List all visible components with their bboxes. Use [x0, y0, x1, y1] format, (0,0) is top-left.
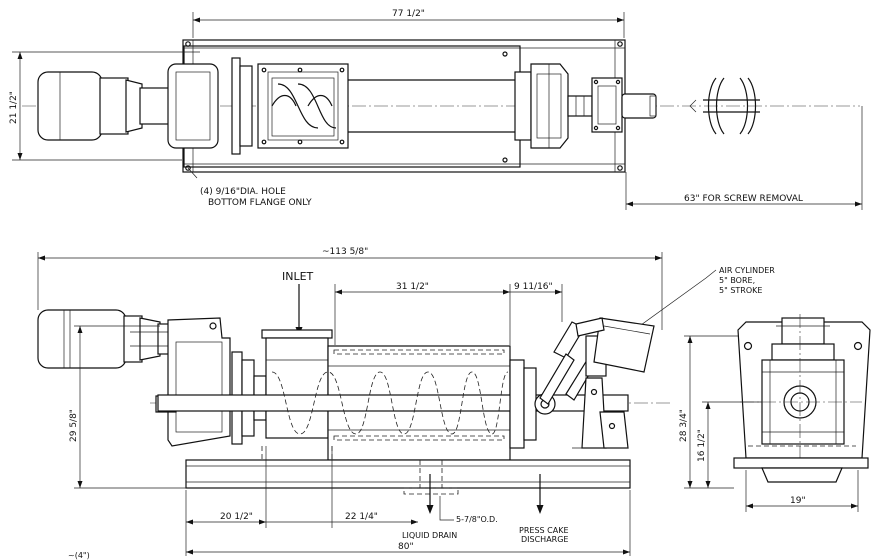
od-note: 5-7/8"O.D.: [456, 515, 498, 524]
side-length-dim: ~113 5/8": [322, 247, 368, 257]
air-cylinder-line1: AIR CYLINDER: [719, 266, 775, 275]
end-height-dim: 28 3/4": [679, 409, 689, 442]
end-top-housing: [781, 317, 825, 345]
top-view: 77 1/2": [9, 9, 863, 210]
side-air-cylinder: [593, 317, 655, 373]
top-inlet-hopper: [257, 63, 349, 149]
air-cylinder-line2: 5" BORE,: [719, 276, 755, 285]
end-width-dim: 19": [790, 496, 806, 506]
screen-length-dim: 31 1/2": [396, 282, 429, 292]
side-gearbox: [167, 317, 231, 447]
corner-note: ~(4"): [68, 551, 90, 560]
side-height-dim: 29 5/8": [69, 409, 79, 442]
top-gearbox: [167, 63, 219, 149]
screw-removal-dim: 63" FOR SCREW REMOVAL: [684, 194, 803, 204]
top-discharge-cone: [530, 63, 569, 149]
inlet-label: INLET: [282, 270, 314, 283]
air-cylinder-line3: 5" STROKE: [719, 286, 762, 295]
cone-offset-dim: 9 11/16": [514, 282, 553, 292]
top-rear-bearing: [591, 77, 623, 133]
end-view: 28 3/4" 16 1/2" 19": [679, 314, 871, 512]
top-length-dim: 77 1/2": [392, 9, 425, 19]
hole-note-line1: (4) 9/16"DIA. HOLE: [200, 187, 286, 197]
liquid-drain-label: LIQUID DRAIN: [402, 531, 457, 540]
hole-note-line2: BOTTOM FLANGE ONLY: [208, 198, 312, 208]
side-inlet-body: [265, 337, 329, 439]
side-inlet-flange: [261, 329, 333, 339]
end-shaft-height-dim: 16 1/2": [697, 429, 707, 462]
dim-mid: 22 1/4": [345, 512, 378, 522]
removed-screw-sketch: [689, 77, 760, 135]
press-cake-line2: DISCHARGE: [521, 535, 568, 544]
base-length-dim: 80": [398, 542, 414, 552]
dim-left: 20 1/2": [220, 512, 253, 522]
side-screw-flights: [271, 371, 509, 435]
top-height-dim: 21 1/2": [9, 91, 19, 124]
side-view: ~113 5/8" INLET 31 1/2" 9 11/16" AIR CYL…: [37, 247, 775, 560]
side-motor: [37, 309, 127, 369]
side-base: [185, 459, 631, 489]
press-cake-line1: PRESS CAKE: [519, 526, 569, 535]
top-motor: [37, 71, 103, 141]
